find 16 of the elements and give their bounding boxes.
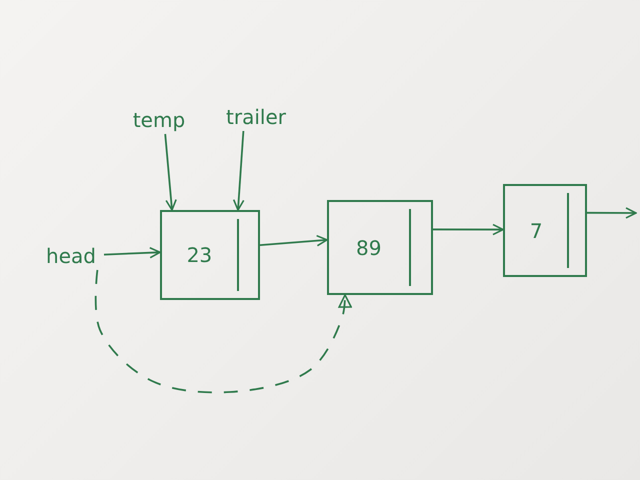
arrow (232, 130, 244, 211)
node-value: 89 (355, 236, 382, 260)
arrow (260, 234, 328, 246)
list-node-box (160, 210, 260, 300)
pointer-label: head (38, 242, 104, 270)
pointer-label: trailer (214, 103, 298, 131)
node-value: 23 (186, 243, 214, 267)
list-node-box (503, 184, 587, 277)
pointer-label: temp (128, 106, 190, 134)
arrow (104, 246, 161, 258)
node-value: 7 (528, 218, 544, 242)
arrow (433, 224, 504, 236)
arrow (587, 207, 637, 219)
arrow (164, 134, 177, 211)
dashed-arrow (94, 270, 352, 394)
list-node-box (327, 200, 433, 295)
